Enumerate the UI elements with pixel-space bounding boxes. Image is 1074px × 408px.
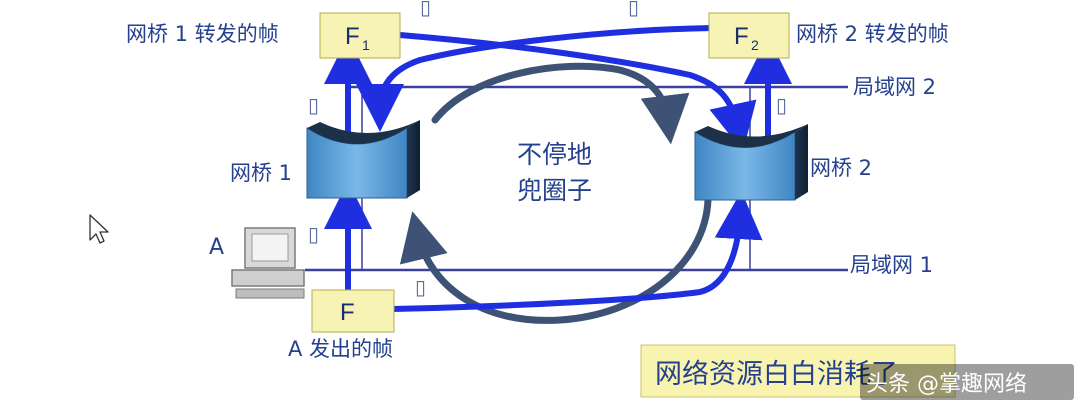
forwarding-arrows [324,25,792,312]
packet-marker: ▯ [420,0,431,19]
frame-f1-label: F [345,23,360,50]
frame-f2-box: F 2 [708,12,790,59]
loop-caption-line2: 兜圈子 [517,176,592,205]
bridge2-device [694,124,808,201]
frame-f-box: F [311,289,395,333]
resource-waste-note: 网络资源白白消耗了 [640,344,956,398]
host-a-label: A [209,235,224,260]
packet-marker: ▯ [308,222,319,246]
packet-markers: ▯ ▯ ▯ ▯ ▯ ▯ [308,0,787,299]
frame-f1-box: F 1 [319,12,401,59]
frame-f2-subscript: 2 [751,37,759,53]
frame-f1-subscript: 1 [362,37,370,53]
mouse-cursor-icon [89,214,109,244]
bridge1-forward-label: 网桥 1 转发的帧 [126,22,279,46]
packet-marker: ▯ [628,0,639,19]
bridge2-label: 网桥 2 [810,156,872,180]
resource-waste-text: 网络资源白白消耗了 [655,359,898,390]
watermark-text: 头条 @掌趣网络 [866,372,1027,397]
loop-circulation-arrows [399,62,712,324]
packet-marker: ▯ [776,93,787,117]
packet-marker: ▯ [415,275,426,299]
bridge1-device [306,120,420,199]
lan2-label: 局域网 2 [853,75,936,99]
frame-f2-label: F [734,23,749,50]
watermark: 头条 @掌趣网络 [860,364,1074,400]
lan1-label: 局域网 1 [850,253,933,277]
loop-caption-line1: 不停地 [517,140,592,169]
frame-f-label: F [340,299,355,326]
host-computer-icon [231,227,305,299]
packet-marker: ▯ [308,93,319,117]
host-frame-caption: A 发出的帧 [288,337,393,361]
bridge2-forward-label: 网桥 2 转发的帧 [796,22,949,46]
bridge1-label: 网桥 1 [230,161,292,185]
